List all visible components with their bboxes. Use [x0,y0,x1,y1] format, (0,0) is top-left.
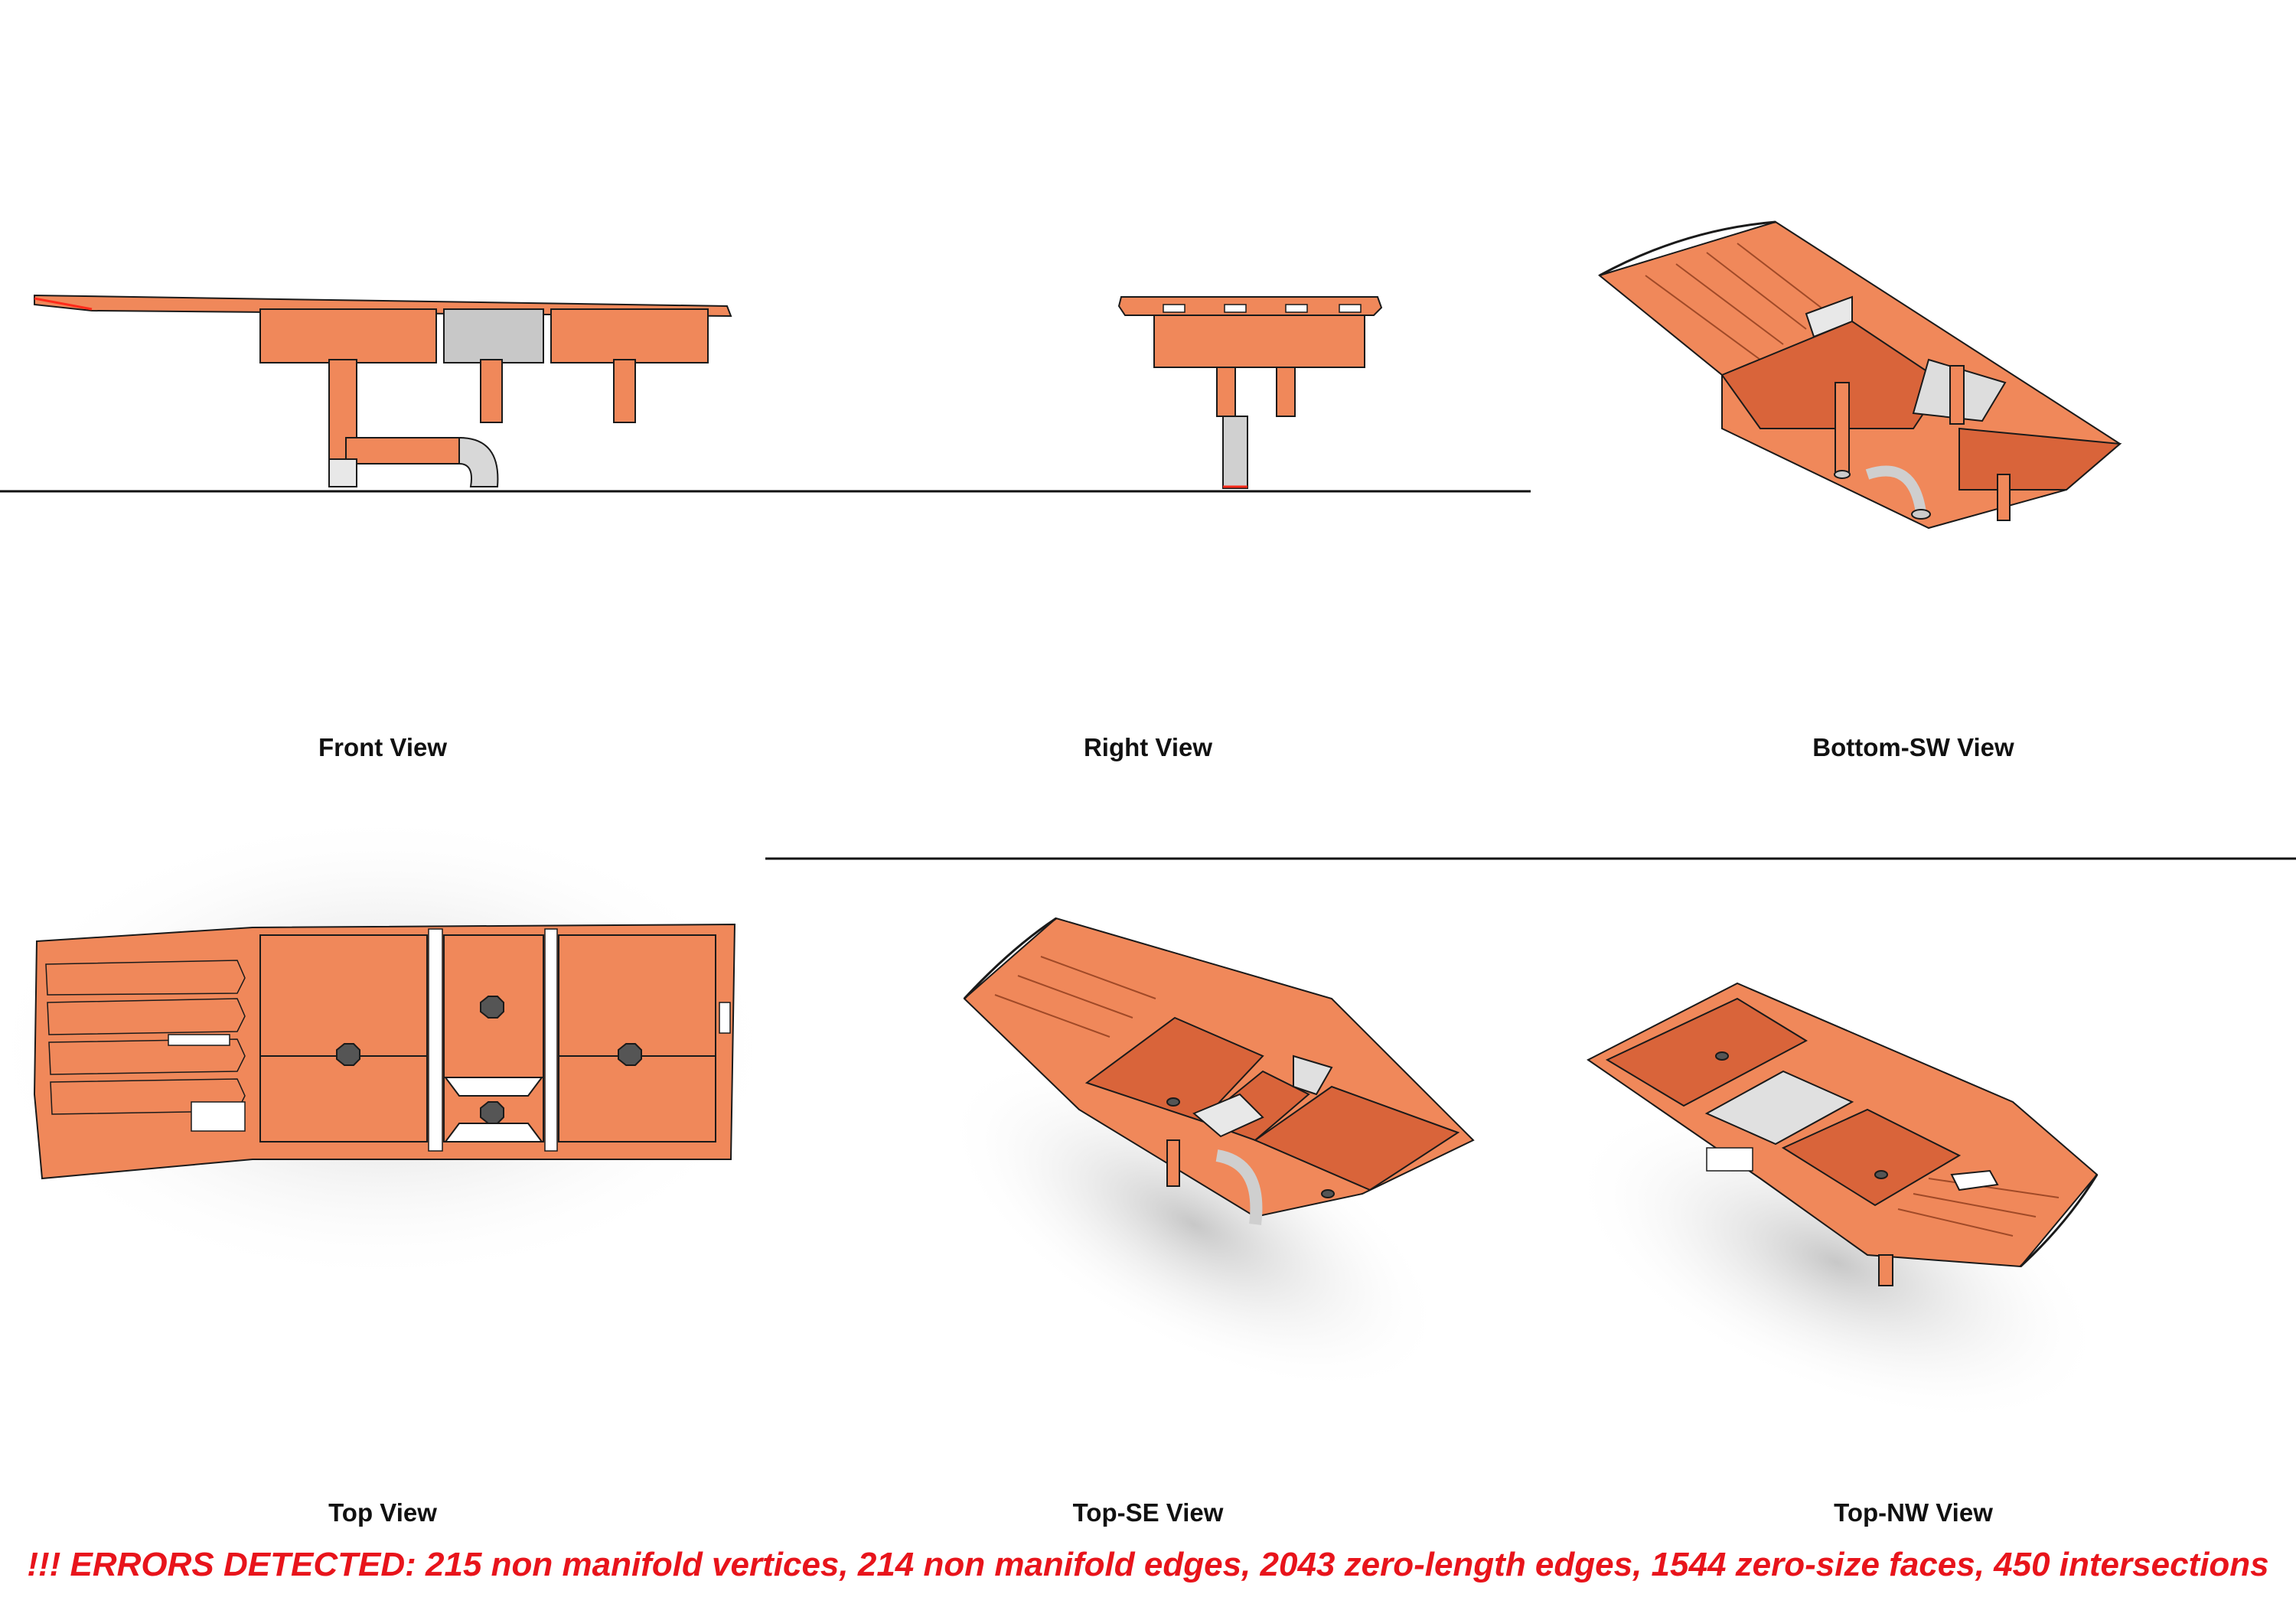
top-se-view-model [963,917,1475,1225]
view-label-top-nw: Top-NW View [1834,1498,1993,1527]
view-label-top: Top View [328,1498,437,1527]
top-nw-view-shadow [1570,1102,2104,1423]
view-label-front: Front View [318,733,448,761]
view-label-top-se: Top-SE View [1072,1498,1224,1527]
top-se-view-shadow [944,1055,1444,1393]
view-label-bottom-sw: Bottom-SW View [1812,733,2014,761]
right-view-model [1117,296,1383,489]
bottom-sw-view-model [1597,220,2122,530]
view-label-right: Right View [1083,733,1213,761]
errors-banner: !!! ERRORS DETECTED: 215 non manifold ve… [27,1546,2269,1583]
front-view-model [34,294,732,487]
top-view-model [33,923,736,1180]
top-nw-view-model [1587,982,2099,1286]
